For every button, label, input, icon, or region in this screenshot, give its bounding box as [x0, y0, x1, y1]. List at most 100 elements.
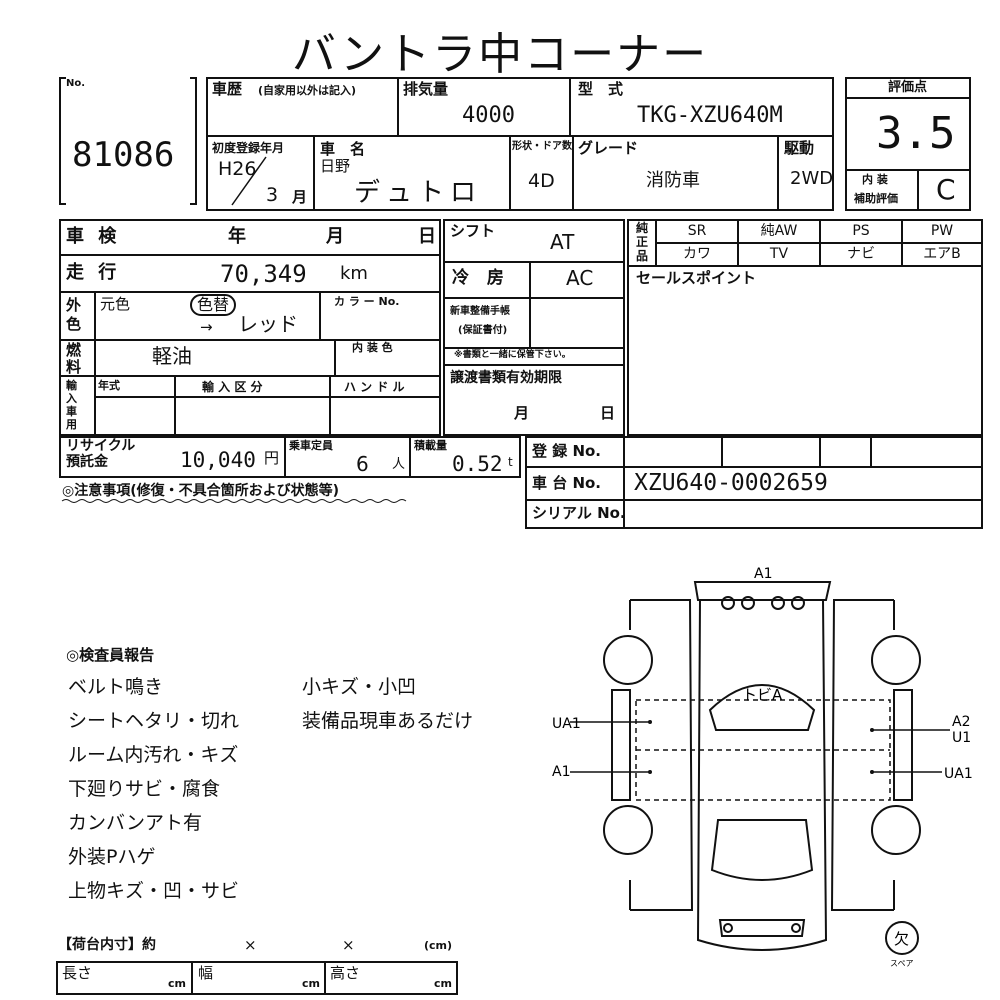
cargo-times-1: ×	[244, 936, 257, 954]
cargo-times-2: ×	[342, 936, 355, 954]
import-year-label: 年式	[98, 379, 120, 392]
doors-label: 形状・ドア数	[512, 141, 572, 152]
equip-pw: PW	[930, 223, 954, 239]
grade-value: 消防車	[646, 170, 700, 191]
manual-label: 新車整備手帳	[450, 306, 510, 317]
cargo-length-label: 長さ	[62, 964, 93, 982]
report-item: 下廻りサビ・腐食	[68, 778, 221, 800]
manual-sublabel: (保証書付)	[458, 325, 508, 336]
lot-number: 81086	[72, 135, 175, 175]
aircon-label: 冷 房	[452, 268, 510, 288]
report-item: ベルト鳴き	[68, 676, 164, 698]
load-value: 0.52	[452, 452, 503, 476]
report-item: 小キズ・小凹	[302, 676, 417, 698]
import-type-label: 輸 入 区 分	[202, 380, 263, 394]
doors-value: 4D	[528, 170, 555, 192]
capacity-unit: 人	[392, 457, 406, 472]
registration-label: 登 録 No.	[532, 442, 602, 460]
recycle-unit: 円	[264, 449, 280, 467]
fuel-label: 燃料	[66, 341, 82, 376]
color-label: 外色	[66, 296, 82, 333]
recycle-label: リサイクル	[66, 438, 136, 454]
report-item: 外装Pハゲ	[68, 846, 156, 868]
transfer-day: 日	[600, 404, 616, 422]
chassis-label: 車 台 No.	[532, 474, 602, 492]
diag-right-upper-label-2: U1	[952, 730, 971, 746]
transfer-label: 譲渡書類有効期限	[450, 370, 562, 386]
front-bumper-shape	[693, 581, 832, 601]
engine-label: 排気量	[403, 80, 449, 98]
grade-label: グレード	[578, 139, 639, 157]
equip-ps: PS	[852, 223, 870, 239]
original-color-label: 元色	[100, 295, 131, 313]
shift-label: シフト	[450, 222, 496, 240]
history-label: 車歴	[212, 80, 243, 98]
page-title: バントラ中コーナー	[291, 29, 709, 80]
first-reg-era: H26	[218, 158, 257, 180]
cargo-length-unit: cm	[168, 977, 186, 990]
cab-body-shape	[696, 599, 828, 951]
inspection-month: 月	[326, 226, 344, 247]
mileage-value: 70,349	[220, 260, 307, 288]
vehicle-diagram: A1 トビA UA1 A1 A2 U1 UA1 欠 スペア	[552, 566, 973, 968]
first-reg-month: 3	[266, 184, 279, 206]
report-item: シートヘタリ・切れ	[68, 710, 240, 732]
model-value: TKG-XZU640M	[637, 103, 783, 128]
shift-value: AT	[550, 230, 575, 254]
drive-label: 駆動	[784, 139, 815, 157]
spare-missing-mark: 欠	[894, 930, 909, 948]
equip-alloy-wheel: 純AW	[760, 223, 798, 239]
cargo-width-unit: cm	[302, 977, 320, 990]
handle-label: ハ ン ド ル	[344, 380, 405, 394]
spare-label: スペア	[890, 959, 913, 968]
inspection-day: 日	[418, 226, 436, 247]
inspection-year: 年	[228, 226, 246, 247]
diag-right-lower-label: UA1	[944, 766, 973, 782]
car-name-label: 車 名	[320, 140, 366, 158]
capacity-value: 6	[356, 452, 369, 476]
recycle-sublabel: 預託金	[66, 454, 108, 470]
report-item: カンバンアト有	[68, 812, 202, 834]
model-label: 型 式	[578, 80, 624, 98]
cargo-unit-label: (cm)	[424, 939, 453, 952]
diag-roof-label: トビA	[742, 686, 783, 704]
diag-left-lower-label: A1	[552, 764, 570, 780]
aircon-value: AC	[566, 266, 594, 290]
capacity-label: 乗車定員	[289, 439, 333, 452]
car-maker: 日野	[320, 157, 351, 175]
equip-tv: TV	[769, 246, 789, 262]
color-changed-label: 色替	[190, 294, 237, 316]
mileage-unit: km	[340, 263, 368, 284]
sales-point-label: セールスポイント	[636, 269, 757, 287]
cargo-height-label: 高さ	[330, 964, 361, 982]
interior-color-label: 内 装 色	[352, 341, 393, 354]
lot-no-label: No.	[66, 78, 86, 89]
inspection-label: 車 検	[66, 226, 121, 247]
windshield-shape	[708, 684, 816, 731]
cargo-width-label: 幅	[198, 964, 214, 982]
color-no-label: カ ラ ー No.	[334, 295, 400, 308]
interior-score: C	[936, 173, 956, 206]
rear-window-shape	[710, 819, 814, 881]
diag-left-upper-label: UA1	[552, 716, 581, 732]
color-value: レッド	[238, 312, 298, 336]
first-reg-label: 初度登録年月	[212, 141, 285, 155]
equip-airbag: エアB	[923, 246, 961, 262]
history-note: (自家用以外は記入)	[258, 84, 357, 97]
inspector-label: ◎検査員報告	[66, 646, 155, 664]
load-label: 積載量	[414, 439, 447, 452]
cargo-label: 【荷台内寸】約	[58, 937, 156, 953]
first-reg-month-unit: 月	[292, 188, 308, 206]
manual-note: ※書類と一緒に保管下さい。	[454, 350, 571, 360]
report-item: 装備品現車あるだけ	[302, 710, 474, 732]
recycle-value: 10,040	[180, 448, 256, 472]
equip-sr: SR	[687, 223, 707, 239]
score-label: 評価点	[888, 80, 928, 95]
car-name-value: デュトロ	[354, 178, 483, 208]
equip-navi: ナビ	[847, 246, 875, 262]
chassis-value: XZU640-0002659	[634, 470, 828, 496]
engine-value: 4000	[462, 103, 515, 128]
caution-label: ◎注意事項(修復・不具合箇所および状態等)	[62, 483, 340, 499]
diag-front-label: A1	[754, 566, 772, 582]
